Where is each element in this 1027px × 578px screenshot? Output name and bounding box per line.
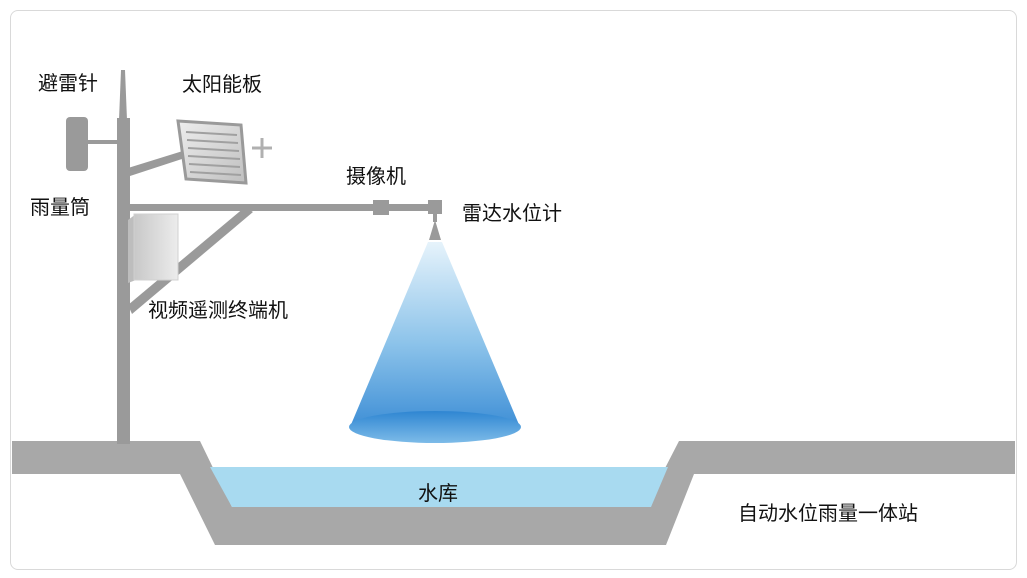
- solar-panel: [176, 119, 248, 185]
- radar-horn: [429, 220, 441, 240]
- telemetry-terminal-box: [133, 213, 179, 281]
- label-rain-gauge: 雨量筒: [30, 195, 90, 219]
- diagonal-brace: [128, 207, 253, 314]
- rain-gauge-body: [66, 117, 88, 171]
- radar-beam-footprint: [349, 411, 521, 443]
- camera-unit: [373, 200, 389, 215]
- label-radar-level-meter: 雷达水位计: [462, 201, 562, 225]
- rain-gauge-bracket: [88, 140, 117, 144]
- radar-beam: [350, 242, 520, 427]
- radar-sensor-neck: [433, 214, 437, 222]
- mast-pole: [117, 118, 130, 444]
- label-reservoir: 水库: [418, 481, 458, 505]
- label-station-title: 自动水位雨量一体站: [738, 501, 918, 525]
- reservoir-water: [210, 467, 668, 507]
- solar-bracket: [128, 150, 188, 176]
- label-lightning-rod: 避雷针: [38, 71, 98, 95]
- label-camera: 摄像机: [346, 164, 406, 188]
- solar-panel-grid: [185, 131, 242, 176]
- lightning-rod: [119, 70, 127, 120]
- horizontal-arm: [128, 204, 438, 211]
- plus-icon: [252, 138, 272, 158]
- ground-profile: [12, 441, 1015, 545]
- label-telemetry-terminal: 视频遥测终端机: [148, 298, 288, 322]
- radar-sensor-head: [428, 200, 442, 214]
- label-solar-panel: 太阳能板: [182, 72, 262, 96]
